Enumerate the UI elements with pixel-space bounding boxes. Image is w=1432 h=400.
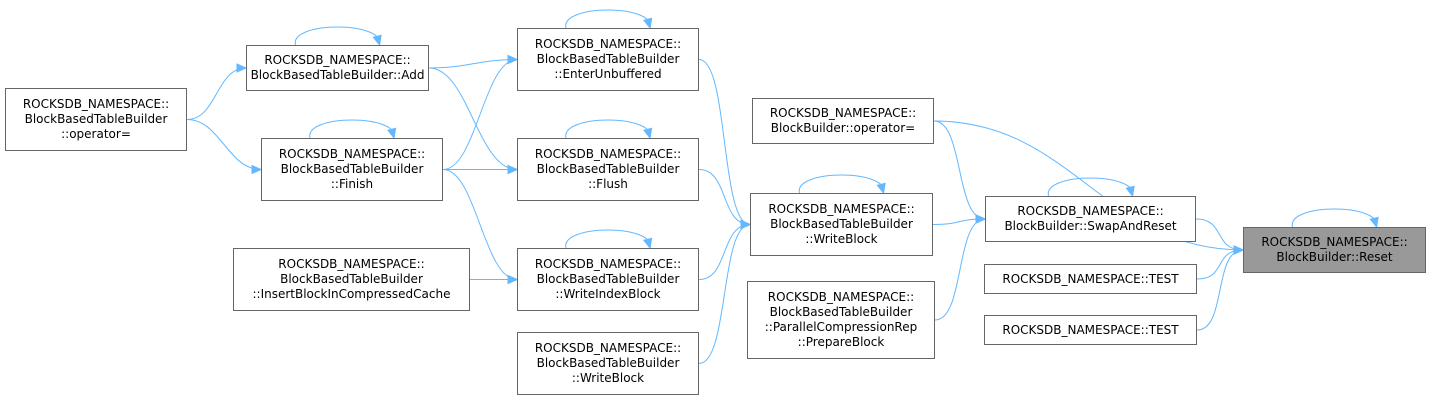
edge-op_eq-to-finish (186, 119, 262, 170)
node-label: ROCKSDB_NAMESPACE:: BlockBasedTableBuild… (534, 147, 682, 191)
edge-arrowhead (1233, 245, 1245, 255)
node-label: ROCKSDB_NAMESPACE:: BlockBuilder::Reset (1261, 235, 1408, 264)
node-label: ROCKSDB_NAMESPACE::TEST (1002, 322, 1179, 337)
node-label: ROCKSDB_NAMESPACE:: BlockBuilder::SwapAn… (1004, 204, 1177, 233)
node-label: ROCKSDB_NAMESPACE:: BlockBasedTableBuild… (534, 341, 682, 385)
self-loop-reset (1291, 208, 1378, 228)
edge-finish-to-enter (442, 59, 518, 170)
node-label: ROCKSDB_NAMESPACE:: BlockBasedTableBuild… (252, 257, 451, 301)
node-label: ROCKSDB_NAMESPACE:: BlockBasedTableBuild… (22, 97, 170, 141)
node-blockbasedtablebuilder-writeindexblock[interactable]: ROCKSDB_NAMESPACE:: BlockBasedTableBuild… (517, 248, 699, 311)
node-blockbasedtablebuilder-flush[interactable]: ROCKSDB_NAMESPACE:: BlockBasedTableBuild… (517, 138, 699, 201)
edge-arrowhead (372, 34, 382, 47)
node-parallelcompressionrep-prepareblock[interactable]: ROCKSDB_NAMESPACE:: BlockBasedTableBuild… (747, 281, 935, 359)
self-loop-enter (565, 9, 651, 29)
edge-op_eq-to-add (186, 67, 247, 120)
edge-arrowhead (507, 274, 519, 285)
self-loop-finish (309, 119, 395, 139)
self-loop-flush (565, 119, 651, 139)
edge-arrowhead (643, 237, 653, 250)
edge-arrowhead (507, 164, 519, 175)
edge-test1-to-reset (1196, 249, 1244, 280)
self-loop-add (294, 26, 381, 46)
edge-bb_op-to-swap (933, 120, 986, 220)
edge-enter-to-wb1 (698, 59, 751, 225)
node-label: ROCKSDB_NAMESPACE:: BlockBasedTableBuild… (534, 257, 682, 301)
edge-wb2-to-wb1 (698, 224, 751, 364)
edge-arrowhead (643, 127, 653, 140)
node-blockbasedtablebuilder-finish[interactable]: ROCKSDB_NAMESPACE:: BlockBasedTableBuild… (261, 138, 443, 201)
edge-finish-to-wib (442, 169, 518, 280)
edge-add-to-enter (428, 59, 518, 69)
node-label: ROCKSDB_NAMESPACE:: BlockBasedTableBuild… (534, 37, 682, 81)
node-test-1[interactable]: ROCKSDB_NAMESPACE::TEST (984, 264, 1197, 294)
node-blockbasedtablebuilder-add[interactable]: ROCKSDB_NAMESPACE:: BlockBasedTableBuild… (246, 45, 429, 91)
node-blockbasedtablebuilder-insertblockincompressedcache[interactable]: ROCKSDB_NAMESPACE:: BlockBasedTableBuild… (233, 248, 470, 311)
node-test-2[interactable]: ROCKSDB_NAMESPACE::TEST (984, 315, 1197, 345)
edge-arrowhead (740, 219, 752, 230)
node-label: ROCKSDB_NAMESPACE:: BlockBuilder::operat… (769, 106, 917, 135)
edge-arrowhead (643, 17, 653, 30)
self-loop-wib (565, 229, 651, 249)
node-blockbasedtablebuilder-enterunbuffered[interactable]: ROCKSDB_NAMESPACE:: BlockBasedTableBuild… (517, 28, 699, 91)
edge-arrowhead (1369, 216, 1379, 229)
edge-swap-to-reset (1195, 218, 1244, 251)
edge-bb_op-to-reset (933, 120, 1244, 251)
edge-arrowhead (876, 182, 886, 195)
node-blockbuilder-reset-focus[interactable]: ROCKSDB_NAMESPACE:: BlockBuilder::Reset (1243, 227, 1426, 273)
edge-arrowhead (236, 63, 248, 73)
edge-test2-to-reset (1196, 249, 1244, 331)
node-blockbuilder-swapandreset[interactable]: ROCKSDB_NAMESPACE:: BlockBuilder::SwapAn… (985, 196, 1196, 242)
edge-flush-to-wb1 (698, 169, 751, 225)
node-blockbuilder-operator-assign[interactable]: ROCKSDB_NAMESPACE:: BlockBuilder::operat… (752, 98, 934, 144)
edge-arrowhead (507, 54, 519, 65)
node-label: ROCKSDB_NAMESPACE:: BlockBasedTableBuild… (764, 290, 918, 349)
edge-wib-to-wb1 (698, 224, 751, 280)
node-blockbasedtablebuilder-writeblock-overload[interactable]: ROCKSDB_NAMESPACE:: BlockBasedTableBuild… (517, 332, 699, 395)
node-blockbasedtablebuilder-writeblock[interactable]: ROCKSDB_NAMESPACE:: BlockBasedTableBuild… (750, 193, 933, 256)
node-label: ROCKSDB_NAMESPACE::TEST (1002, 271, 1179, 286)
node-label: ROCKSDB_NAMESPACE:: BlockBasedTableBuild… (278, 147, 426, 191)
node-blockbasedtablebuilder-operator-assign[interactable]: ROCKSDB_NAMESPACE:: BlockBasedTableBuild… (5, 88, 187, 151)
edge-arrowhead (1125, 185, 1135, 198)
node-label: ROCKSDB_NAMESPACE:: BlockBasedTableBuild… (768, 202, 915, 246)
edge-add-to-flush (428, 67, 518, 170)
edge-arrowhead (975, 214, 987, 224)
edge-arrowhead (387, 127, 397, 140)
edge-arrowhead (251, 164, 263, 175)
edge-pcr-to-swap (934, 218, 986, 321)
self-loop-wb1 (798, 174, 885, 194)
node-label: ROCKSDB_NAMESPACE:: BlockBasedTableBuild… (250, 53, 425, 82)
